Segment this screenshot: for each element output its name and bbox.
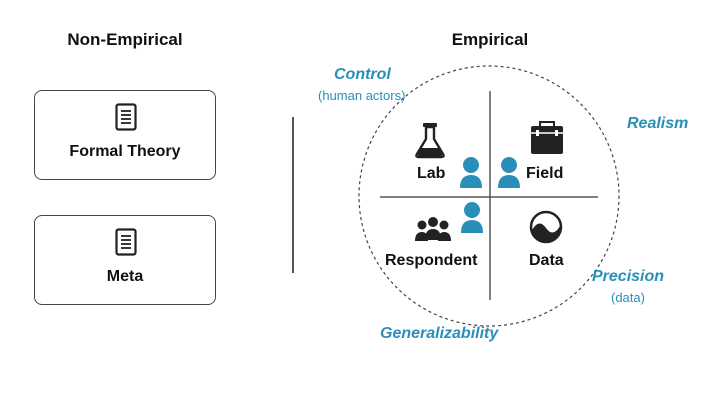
field-label: Field [526,165,564,182]
respondent-label: Respondent [385,252,478,269]
lab-label: Lab [417,165,446,182]
data-wave-icon [529,210,563,244]
realism-label: Realism [627,115,689,132]
precision-label: Precision [592,268,665,285]
formal-theory-label: Formal Theory [69,143,181,160]
generalizability-label: Generalizability [380,325,499,342]
person-icon-respondent [461,202,483,233]
control-sublabel: (human actors) [318,88,406,103]
formal-theory-card: Formal Theory [34,90,216,180]
data-label: Data [529,252,564,269]
precision-sublabel: (data) [611,290,645,305]
people-group-icon [415,217,451,241]
person-icon-lab [460,157,482,188]
scope-circle [358,65,620,327]
non-empirical-heading: Non-Empirical [67,30,183,49]
meta-label: Meta [106,268,144,285]
briefcase-icon [531,121,563,154]
person-icon-field [498,157,520,188]
empirical-heading: Empirical [451,30,529,49]
document-icon [115,228,137,256]
meta-card: Meta [34,215,216,305]
document-icon [115,103,137,131]
section-divider [292,117,294,273]
flask-icon [415,123,445,159]
control-label: Control [334,66,391,83]
